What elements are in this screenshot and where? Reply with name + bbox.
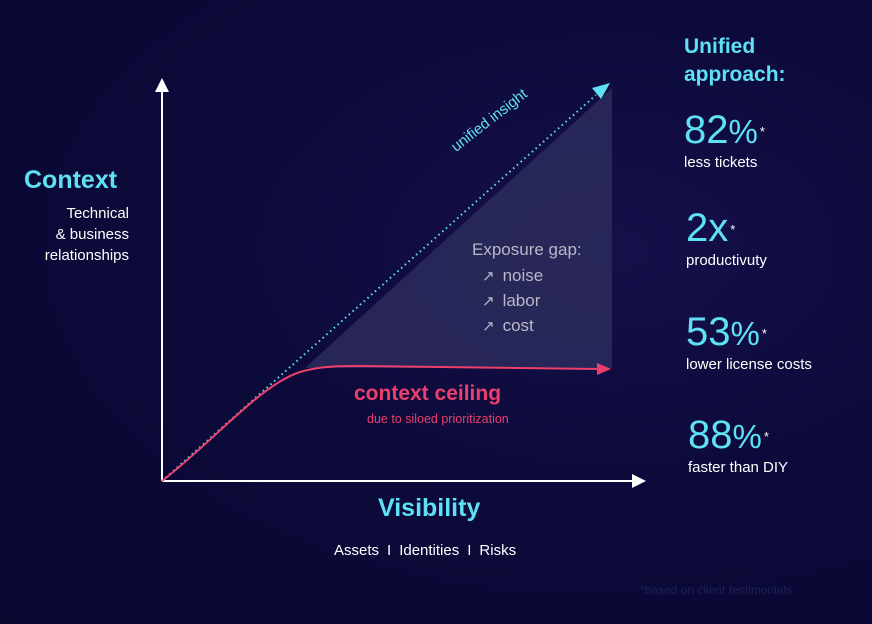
stat-number: 82 <box>684 108 729 152</box>
arrow-up-right-icon: ↗ <box>482 293 495 310</box>
exposure-gap-item-label: labor <box>502 291 541 310</box>
stat-footnote-mark: * <box>730 222 736 237</box>
sidebar-title: Unified approach: <box>684 33 786 89</box>
stat-unit: % <box>728 113 758 150</box>
stat-footnote-mark: * <box>761 326 767 341</box>
x-axis-item: Risks <box>479 542 517 559</box>
exposure-gap-item: ↗ cost <box>482 316 534 336</box>
stat-value: 2x* <box>686 206 767 252</box>
stat-description: lower license costs <box>686 356 812 373</box>
y-axis-subtitle-line: & business <box>55 226 129 243</box>
y-axis-subtitle: Technical & business relationships <box>45 203 129 266</box>
stat-number: 88 <box>688 413 733 457</box>
exposure-gap-item: ↗ labor <box>482 291 540 311</box>
unified-insight-arrowhead <box>592 83 610 99</box>
x-axis-subtitle: Assets I Identities I Risks <box>334 542 516 559</box>
stat-value: 53%* <box>686 310 812 356</box>
sidebar-title-line: Unified <box>684 35 756 58</box>
x-axis-title: Visibility <box>378 494 481 522</box>
stat-unit: % <box>730 315 760 352</box>
stat-number: 2x <box>686 206 729 250</box>
context-ceiling-curve <box>161 364 599 482</box>
stat-block: 53%* lower license costs <box>686 310 812 373</box>
stat-description: productivuty <box>686 252 767 269</box>
stat-description: faster than DIY <box>688 459 789 476</box>
stat-value: 88%* <box>688 413 788 459</box>
stat-block: 88%* faster than DIY <box>688 413 788 476</box>
context-ceiling-title: context ceiling <box>354 382 502 405</box>
arrow-up-right-icon: ↗ <box>482 318 495 335</box>
unified-insight-line <box>161 94 597 482</box>
y-axis-arrowhead <box>155 78 169 92</box>
sidebar-title-line: approach: <box>684 63 786 86</box>
exposure-gap-item-label: noise <box>502 266 544 285</box>
stat-footnote-mark: * <box>763 429 769 444</box>
y-axis-subtitle-line: relationships <box>44 247 129 264</box>
context-ceiling-arrowhead <box>597 363 611 375</box>
stat-block: 2x* productivuty <box>686 206 767 269</box>
x-axis-item: Assets <box>334 542 380 559</box>
stat-footnote-mark: * <box>759 124 765 139</box>
exposure-gap-area <box>305 88 612 368</box>
footnote: *based on client testimonials <box>640 583 793 597</box>
exposure-gap-title: Exposure gap: <box>472 240 582 259</box>
y-axis-title: Context <box>24 166 118 194</box>
arrow-up-right-icon: ↗ <box>482 268 495 285</box>
stat-unit: % <box>732 418 762 455</box>
context-ceiling-subtitle: due to siloed prioritization <box>367 412 509 426</box>
stat-value: 82%* <box>684 108 765 154</box>
exposure-gap-item: ↗ noise <box>482 266 543 286</box>
x-axis-separator: I <box>387 542 392 559</box>
x-axis-separator: I <box>467 542 472 559</box>
stat-description: less tickets <box>684 154 758 171</box>
stat-block: 82%* less tickets <box>684 108 765 171</box>
x-axis-arrowhead <box>632 474 646 488</box>
stat-number: 53 <box>686 310 731 354</box>
x-axis-item: Identities <box>399 542 460 559</box>
exposure-gap-item-label: cost <box>502 316 534 335</box>
y-axis-subtitle-line: Technical <box>66 205 129 222</box>
